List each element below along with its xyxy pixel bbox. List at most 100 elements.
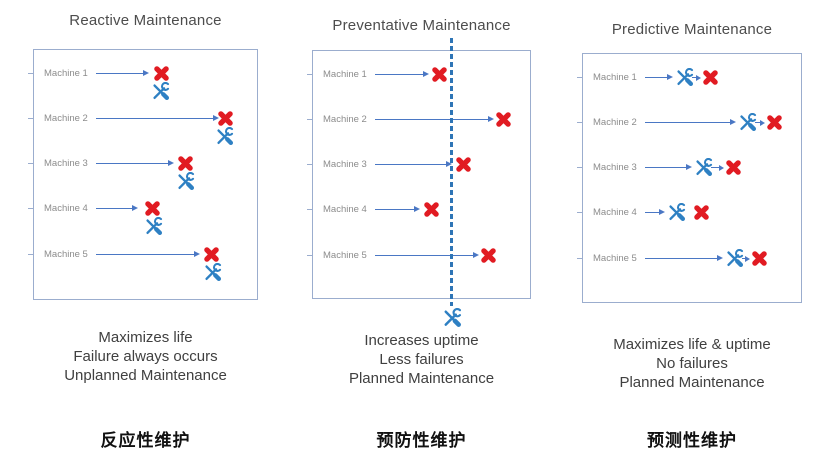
description-line: Maximizes life & uptime [613,336,771,353]
panel-description: Maximizes life & uptime No failures Plan… [582,335,802,392]
row-tick [28,73,33,74]
failure-x-icon [702,69,719,86]
machine-label: Machine 1 [593,72,637,83]
timeline-arrow-line [645,167,686,168]
timeline-arrow-line [645,77,667,78]
arrowhead-icon [414,206,420,212]
tools-icon [675,67,694,87]
row-tick [577,167,582,168]
machine-timeline-box: Machine 1 Machine 2 Machine 3 Machine 4 … [28,49,258,300]
arrowhead-icon [760,119,765,126]
timeline-arrow-line [645,212,659,213]
row-tick [577,258,582,259]
description-line: Planned Maintenance [619,374,765,391]
description-line: No failures [656,355,728,372]
timeline-arrow-line [375,209,414,210]
arrowhead-icon [667,74,673,80]
failure-x-icon [144,200,161,217]
failure-x-icon [766,114,783,131]
description-line: Failure always occurs [73,348,218,365]
timeline-arrow-line [692,77,696,78]
machine-label: Machine 3 [44,158,88,169]
timeline-arrow-line [96,254,194,255]
timeline-arrow-line [96,208,132,209]
arrowhead-icon [488,116,494,122]
timeline-arrow-line [645,122,730,123]
failure-x-icon [480,247,497,264]
row-tick [28,118,33,119]
machine-label: Machine 4 [44,203,88,214]
timeline-arrow-line [711,167,719,168]
machine-label: Machine 4 [593,207,637,218]
failure-x-icon [495,111,512,128]
panel-description: Maximizes life Failure always occurs Unp… [33,328,258,385]
timeline-arrow-line [742,258,745,259]
panel-description: Increases uptime Less failures Planned M… [312,331,531,388]
description-line: Increases uptime [364,332,479,349]
tools-icon [215,126,234,146]
description-line: Maximizes life [98,329,193,346]
arrowhead-icon [717,255,723,261]
timeline-arrow-line [375,164,446,165]
panel-label-chinese: 反应性维护 [100,431,191,450]
arrowhead-icon [719,164,724,171]
machine-label: Machine 3 [323,159,367,170]
row-tick [307,164,312,165]
panel-title: Preventative Maintenance [332,17,511,34]
arrowhead-icon [168,160,174,166]
machine-label: Machine 1 [44,68,88,79]
tools-icon [442,307,462,328]
timeline-arrow-line [96,163,168,164]
arrowhead-icon [686,164,692,170]
row-tick [28,163,33,164]
row-tick [28,254,33,255]
row-tick [307,255,312,256]
timeline-arrow-line [375,255,473,256]
scheduled-maintenance-dashed-line [450,38,453,306]
description-line: Unplanned Maintenance [64,367,227,384]
timeline-arrow-line [755,122,760,123]
description-line: Planned Maintenance [348,370,495,387]
failure-x-icon [153,65,170,82]
machine-label: Machine 2 [323,114,367,125]
row-tick [307,74,312,75]
arrowhead-icon [132,205,138,211]
failure-x-icon [217,110,234,127]
machine-label: Machine 1 [323,69,367,80]
tools-icon [694,157,713,177]
row-tick [307,119,312,120]
row-tick [28,208,33,209]
arrowhead-icon [194,251,200,257]
machine-label: Machine 2 [44,113,88,124]
panel-label-chinese: 预防性维护 [376,431,467,450]
arrowhead-icon [213,115,219,121]
panel-label-chinese: 预测性维护 [647,431,737,450]
machine-label: Machine 5 [593,253,637,264]
timeline-arrow-line [375,74,423,75]
panel-title: Reactive Maintenance [69,12,222,29]
panel-title: Predictive Maintenance [611,21,773,38]
timeline-arrow-line [96,73,143,74]
row-tick [577,122,582,123]
tools-icon [151,81,170,101]
arrowhead-icon [745,255,750,262]
timeline-arrow-line [645,258,717,259]
arrowhead-icon [659,209,665,215]
machine-label: Machine 4 [323,204,367,215]
arrowhead-icon [143,70,149,76]
failure-x-icon [725,159,742,176]
tools-icon [725,248,744,268]
arrowhead-icon [446,161,452,167]
machine-timeline-box: Machine 1 Machine 2 Machine 3 Machine 4 … [577,53,802,303]
failure-x-icon [431,66,448,83]
machine-label: Machine 5 [323,250,367,261]
arrowhead-icon [696,74,701,81]
arrowhead-icon [423,71,429,77]
row-tick [307,209,312,210]
row-tick [577,77,582,78]
failure-x-icon [203,246,220,263]
machine-label: Machine 2 [593,117,637,128]
machine-label: Machine 5 [44,249,88,260]
failure-x-icon [455,156,472,173]
